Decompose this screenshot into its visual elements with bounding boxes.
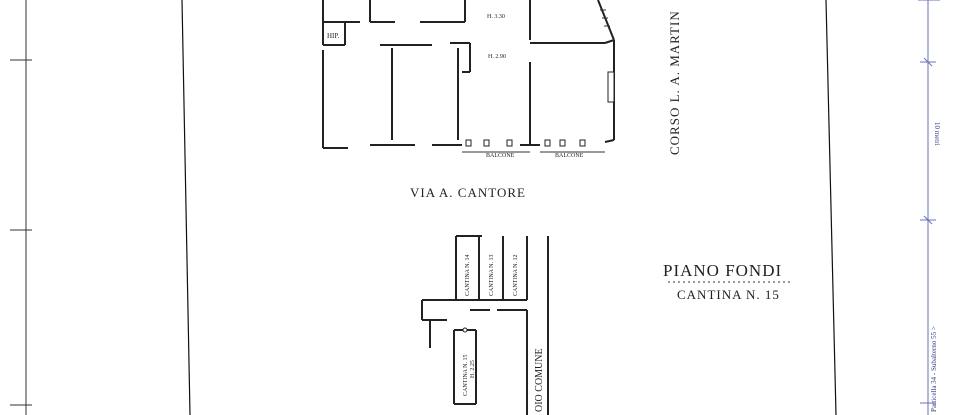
cellar-15-height: H. 2.25 xyxy=(470,360,476,378)
scale-bar xyxy=(918,0,940,415)
common-corridor-label: OIO COMUNE xyxy=(534,348,545,412)
cellar-plan xyxy=(421,235,549,415)
apartment-plan xyxy=(322,0,615,153)
level-title: PIANO FONDI xyxy=(663,261,782,280)
balcony-label-1: BALCONE xyxy=(486,153,515,159)
parcel-reference: Particella 34 - Subalterno 55 > xyxy=(930,326,938,412)
height-label-2: H. 2.90 xyxy=(488,54,506,60)
cellar-13-label: CANTINA N. 13 xyxy=(489,255,495,297)
street-label-bottom: VIA A. CANTORE xyxy=(410,185,526,200)
level-subtitle: CANTINA N. 15 xyxy=(677,287,780,302)
apartment-labels: HIP. H. 3.30 H. 2.90 BALCONE BALCONE xyxy=(327,14,584,159)
wc-label: HIP. xyxy=(327,32,340,40)
street-label-right: CORSO L. A. MARTIN xyxy=(667,10,682,155)
cellar-12-label: CANTINA N. 12 xyxy=(513,255,519,297)
balcony-label-2: BALCONE xyxy=(555,153,584,159)
scale-label: 10 metri xyxy=(933,122,941,146)
cellar-14-label: CANTINA N. 14 xyxy=(465,255,471,297)
cellar-labels: CANTINA N. 14 CANTINA N. 13 CANTINA N. 1… xyxy=(463,255,545,413)
sheet-frame xyxy=(10,0,837,415)
cellar-15-label: CANTINA N. 15 xyxy=(463,355,469,397)
height-label-1: H. 3.30 xyxy=(487,14,505,20)
